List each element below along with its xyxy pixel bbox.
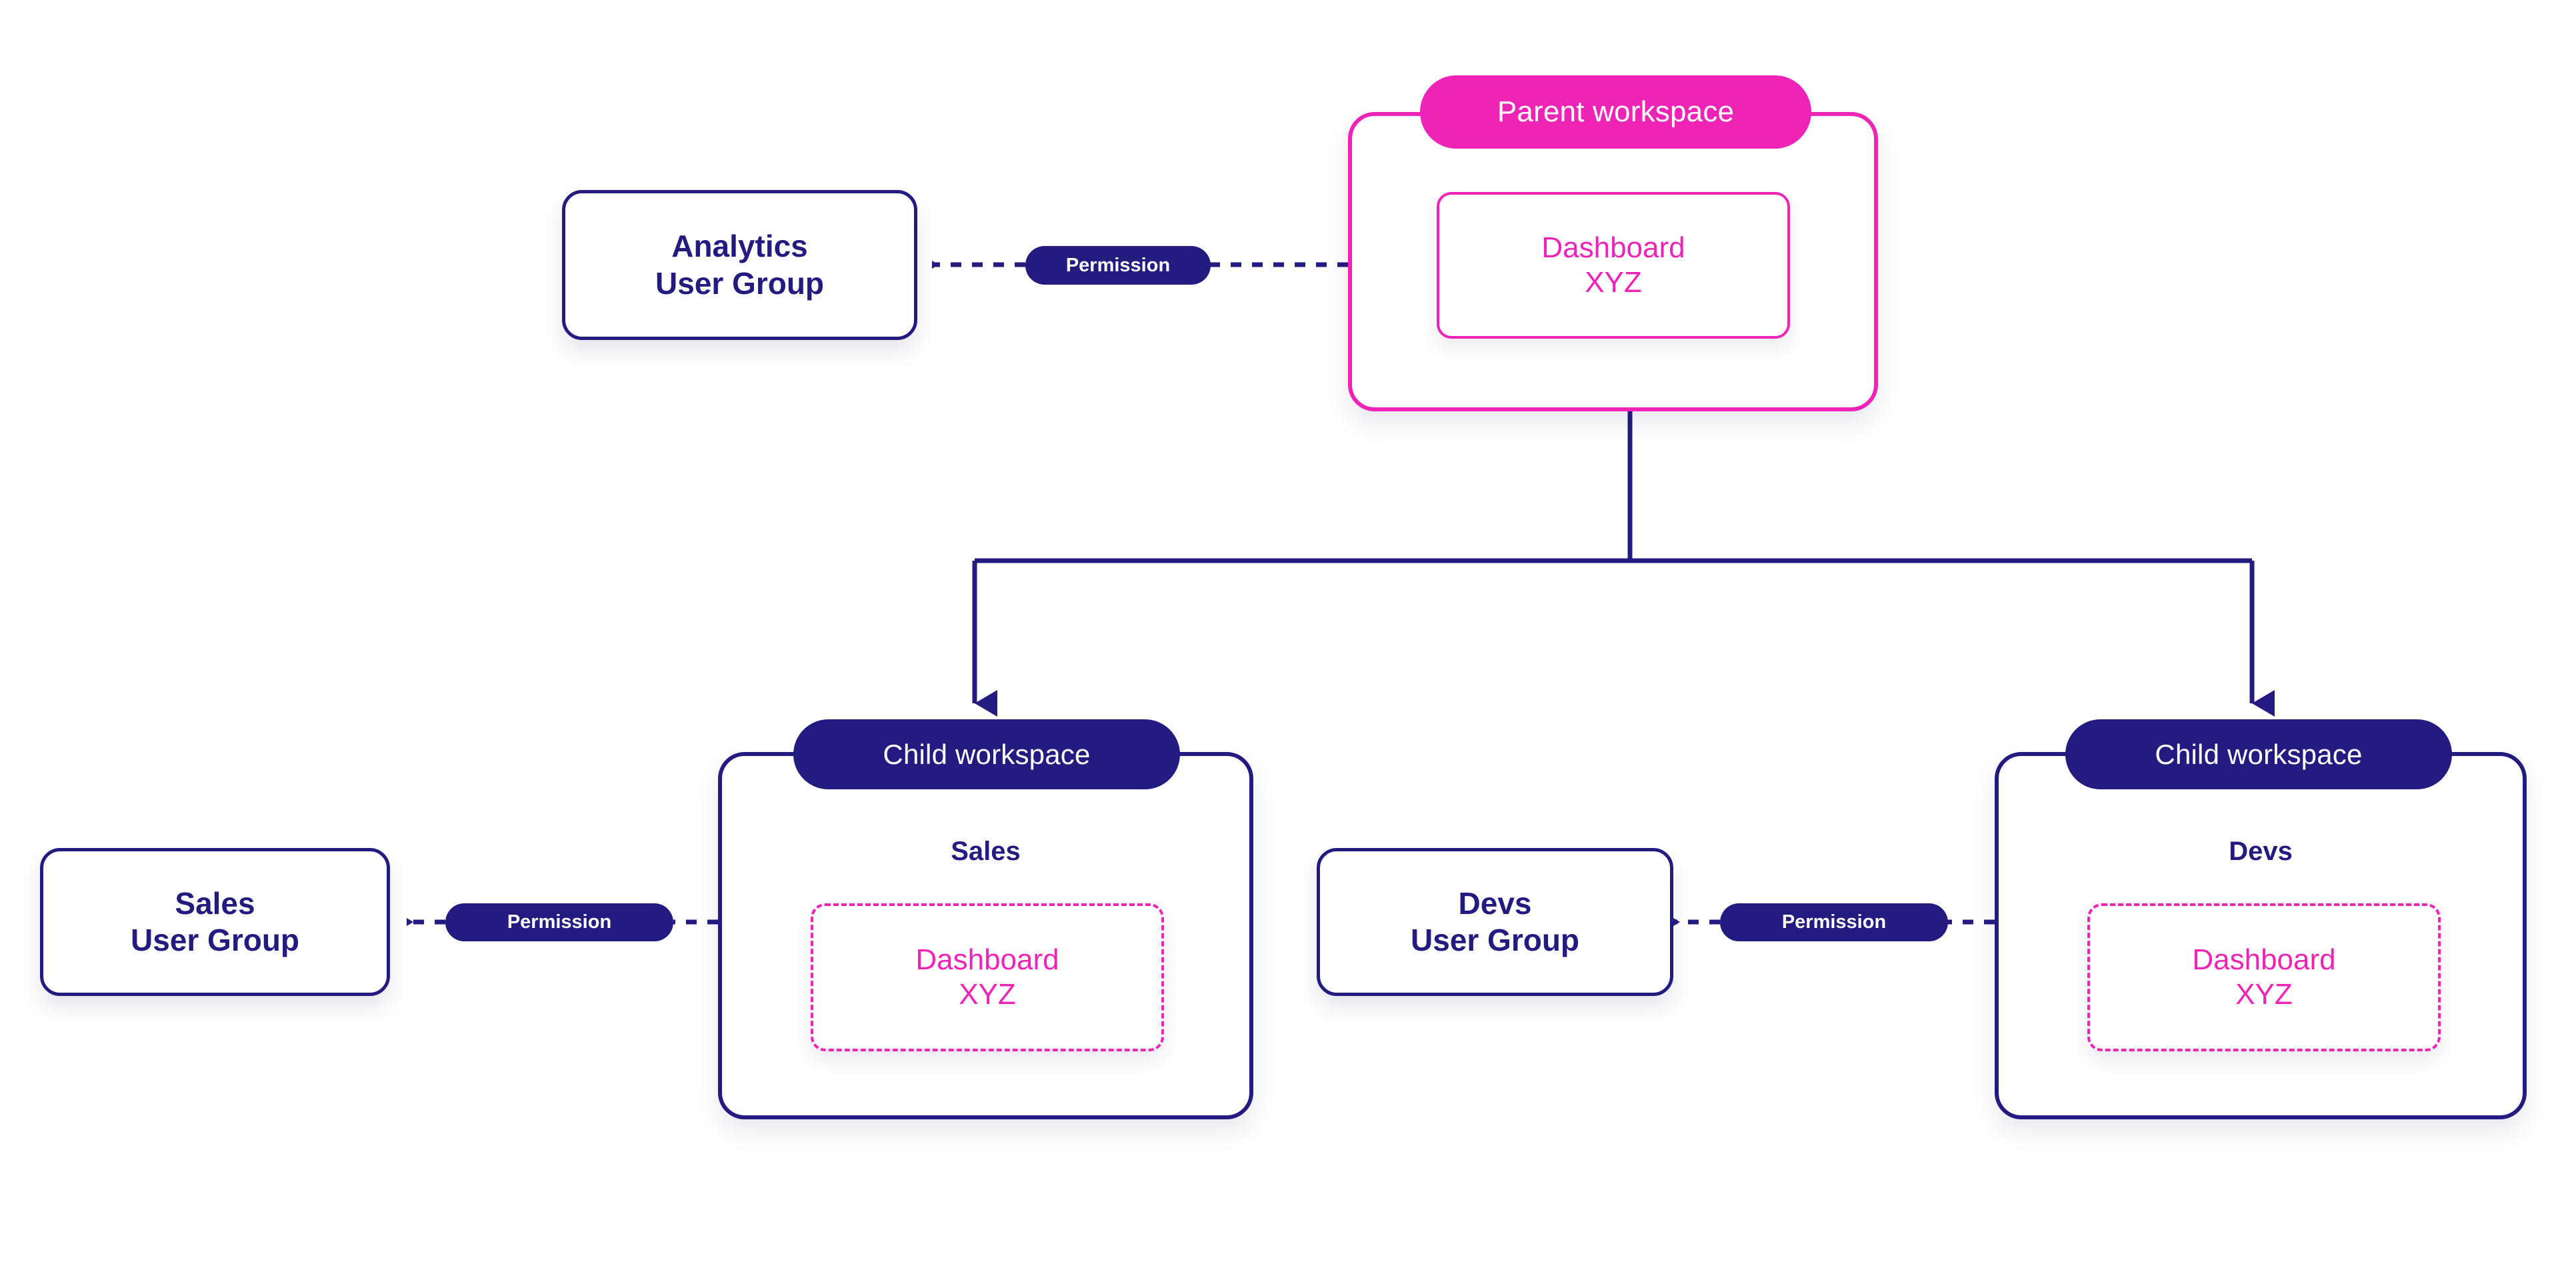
permission-pill-parent-analytics-label: Permission — [1065, 254, 1171, 276]
parent-dashboard-line-2: XYZ — [1585, 266, 1642, 299]
parent-workspace-title-label: Parent workspace — [1497, 95, 1735, 128]
permission-pill-sales[interactable]: Permission — [445, 903, 673, 941]
parent-workspace-title-pill[interactable]: Parent workspace — [1420, 75, 1811, 149]
child-workspace-devs-name-label: Devs — [2229, 837, 2293, 866]
child-workspace-sales-name-label: Sales — [951, 837, 1021, 866]
sales-dashboard-line-2: XYZ — [959, 978, 1016, 1011]
sales-user-group-line-2: User Group — [130, 923, 300, 957]
child-workspace-devs-name: Devs — [1995, 837, 2527, 867]
devs-user-group-line-2: User Group — [1410, 923, 1580, 957]
child-workspace-sales-name: Sales — [718, 837, 1253, 867]
sales-dashboard-line-1: Dashboard — [915, 943, 1059, 977]
analytics-user-group-line-1: Analytics — [671, 229, 808, 264]
devs-dashboard-line-2: XYZ — [2235, 978, 2293, 1011]
devs-dashboard-line-1: Dashboard — [2192, 943, 2336, 977]
devs-dashboard-xyz[interactable]: Dashboard XYZ — [2087, 903, 2441, 1051]
analytics-user-group-box[interactable]: Analytics User Group — [562, 190, 917, 340]
sales-user-group-box[interactable]: Sales User Group — [40, 848, 390, 996]
child-workspace-sales-title-label: Child workspace — [883, 738, 1091, 770]
edge-parent-to-children — [972, 411, 2275, 717]
parent-dashboard-line-1: Dashboard — [1541, 231, 1685, 265]
child-workspace-devs-title-label: Child workspace — [2155, 738, 2363, 770]
permission-pill-devs-label: Permission — [1781, 911, 1887, 933]
analytics-user-group-line-2: User Group — [655, 265, 825, 301]
parent-dashboard-xyz[interactable]: Dashboard XYZ — [1437, 192, 1790, 339]
child-workspace-sales-title-pill[interactable]: Child workspace — [793, 719, 1180, 789]
sales-user-group-line-1: Sales — [175, 885, 255, 921]
sales-dashboard-xyz[interactable]: Dashboard XYZ — [811, 903, 1164, 1051]
permission-pill-devs[interactable]: Permission — [1720, 903, 1948, 941]
devs-user-group-box[interactable]: Devs User Group — [1317, 848, 1673, 996]
devs-user-group-line-1: Devs — [1458, 885, 1532, 921]
child-workspace-devs-title-pill[interactable]: Child workspace — [2065, 719, 2452, 789]
permission-pill-parent-analytics[interactable]: Permission — [1025, 246, 1211, 285]
permission-pill-sales-label: Permission — [507, 911, 612, 933]
